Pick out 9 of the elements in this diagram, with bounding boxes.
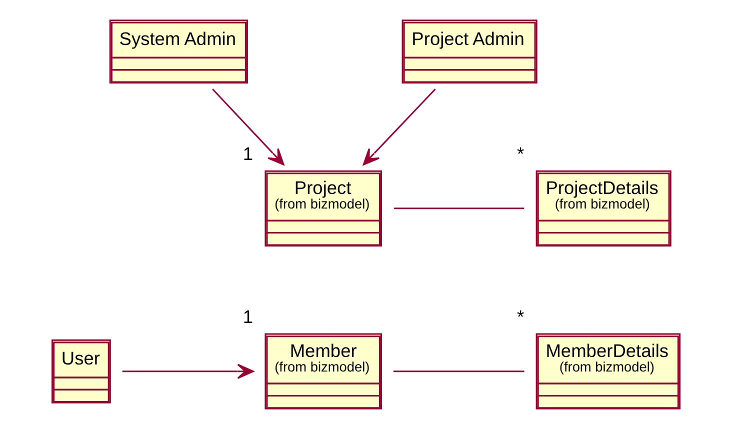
arrow — [122, 364, 254, 379]
node-label: 1 — [242, 142, 253, 164]
node-label: * — [516, 306, 524, 327]
arrow — [362, 88, 436, 166]
node-label: * — [516, 142, 524, 164]
connector — [393, 208, 524, 210]
connector — [392, 370, 524, 372]
node-label: 1 — [242, 306, 253, 327]
arrow — [212, 88, 284, 166]
